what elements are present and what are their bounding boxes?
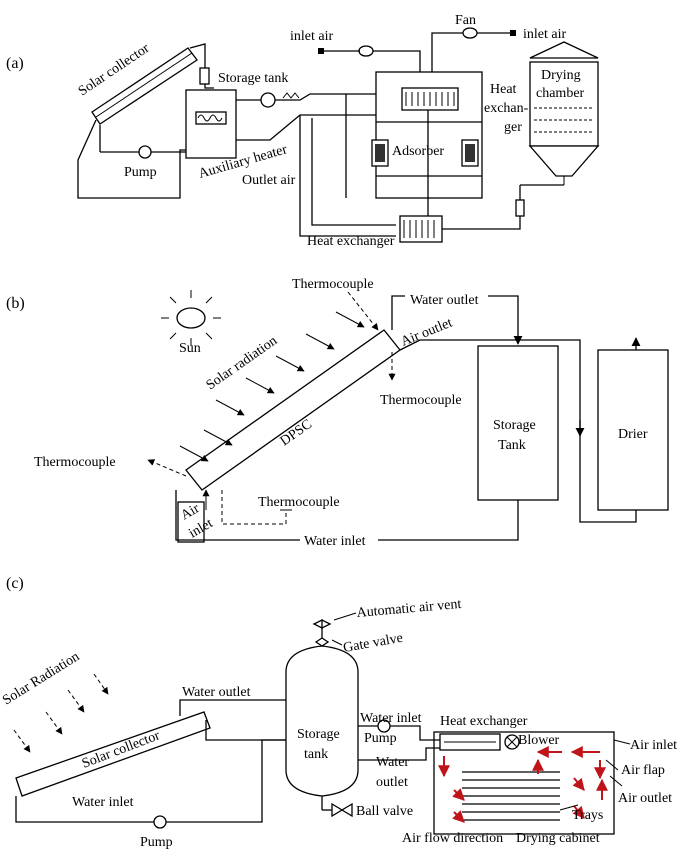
automatic-air-vent-icon <box>314 637 330 647</box>
storage-tank-label: Storage tank <box>218 71 288 86</box>
panel-a-label: (a) <box>6 55 24 72</box>
water-outlet-label-c: Water outlet <box>182 685 251 700</box>
collector-outlet-pipe <box>189 43 214 89</box>
water-outlet-mid-label-1: Water <box>376 755 409 770</box>
air-flow-direction-label: Air flow direction <box>402 831 503 846</box>
panel-b-label: (b) <box>6 295 25 312</box>
thermocouple-bottom-label: Thermocouple <box>258 495 340 510</box>
drying-chamber-label-1: Drying <box>541 68 581 83</box>
drying-cabinet <box>433 731 615 835</box>
drier-label: Drier <box>618 427 648 442</box>
adsorber-label: Adsorber <box>392 144 444 159</box>
water-inlet-bottom-label: Water inlet <box>72 795 134 810</box>
air-outlet-c-label: Air outlet <box>618 791 672 806</box>
chamber-inlet-valve-icon <box>515 199 525 217</box>
heat-exchanger-bottom-label: Heat exchanger <box>307 234 395 249</box>
drying-cabinet-label: Drying cabinet <box>516 831 600 846</box>
storage-tank-b <box>477 345 559 501</box>
air-flow-arrows <box>438 746 608 823</box>
storage-valve-icon <box>199 67 210 85</box>
thermocouple-top-label: Thermocouple <box>292 277 374 292</box>
water-inlet-mid-label: Water inlet <box>360 711 422 726</box>
solar-collector-c: Solar collector <box>15 711 211 797</box>
pump-mid-label: Pump <box>364 731 397 746</box>
trays <box>462 771 560 821</box>
gate-valve-label: Gate valve <box>342 631 404 656</box>
drying-chamber-roof <box>529 41 599 59</box>
air-outlet-label-b: Air outlet <box>399 316 455 350</box>
heat-exchanger-bottom-icon <box>399 215 443 243</box>
collector-return-pipe <box>77 119 186 199</box>
outlet-air-pipe <box>311 118 396 226</box>
water-inlet-label-b: Water inlet <box>304 534 366 549</box>
fan-icon-left <box>358 45 374 57</box>
gate-valve-icon <box>312 618 332 630</box>
drier-b <box>597 349 669 511</box>
ball-valve-icon <box>331 802 353 818</box>
outlet-air-label: Outlet air <box>242 173 296 188</box>
water-outlet-label-b: Water outlet <box>410 293 479 308</box>
auxiliary-heater-icon <box>260 92 276 108</box>
storage-tank-c-label-2: tank <box>304 747 328 762</box>
fan-label: Fan <box>455 13 476 28</box>
sun-label: Sun <box>179 341 201 356</box>
drying-chamber-label-2: chamber <box>536 86 585 101</box>
inlet-air-right-label: inlet air <box>523 27 566 42</box>
blower-label: Blower <box>518 733 560 748</box>
storage-tank-b-label-1: Storage <box>493 418 536 433</box>
air-inlet-c-label: Air inlet <box>630 738 677 753</box>
fan-icon-right <box>462 27 478 39</box>
inlet-air-left-label: inlet air <box>290 29 333 44</box>
trays-label: Trays <box>572 808 603 823</box>
pump-label-a: Pump <box>124 165 157 180</box>
pump-icon-a <box>138 145 152 159</box>
solar-radiation-label-b: Solar radiation <box>204 333 280 393</box>
thermocouple-left-label: Thermocouple <box>34 455 116 470</box>
blower-icon <box>504 734 520 750</box>
heat-exchanger-c-label: Heat exchanger <box>440 714 528 729</box>
panel-b: (b) Sun Thermocouple DPSC Solar radiatio… <box>6 277 669 549</box>
heat-exchanger-top-label-2: exchan- <box>484 101 529 116</box>
storage-tank-b-label-2: Tank <box>498 438 526 453</box>
panel-a: (a) Solar collector Storage tank Pump Au… <box>6 13 600 249</box>
heat-exchanger-top-label-3: ger <box>504 120 522 135</box>
air-inlet-box <box>177 501 205 543</box>
air-inlet-label-1: Air <box>179 501 203 523</box>
panel-c-label: (c) <box>6 575 24 592</box>
panel-c: (c) Solar Radiation Solar collector Wate… <box>0 575 677 850</box>
dpsc-collector: DPSC <box>185 329 401 491</box>
sun-icon <box>161 290 221 346</box>
water-outlet-mid-label-2: outlet <box>376 775 408 790</box>
pump-bottom-label: Pump <box>140 835 173 850</box>
pump-bottom-icon <box>153 815 167 829</box>
storage-tank-c <box>285 645 359 797</box>
radiation-arrows-b <box>179 311 365 462</box>
solar-collector-a: Solar collector <box>76 41 198 125</box>
heat-exchanger-top-label-1: Heat <box>490 82 517 97</box>
automatic-air-vent-label: Automatic air vent <box>356 597 462 621</box>
thermocouple-right-label: Thermocouple <box>380 393 462 408</box>
storage-tank-c-label-1: Storage <box>297 727 340 742</box>
air-flap-label: Air flap <box>621 763 665 778</box>
radiation-arrows-c <box>13 673 109 753</box>
ball-valve-label: Ball valve <box>356 804 413 819</box>
adsorber-block <box>375 71 483 199</box>
solar-radiation-label-c: Solar Radiation <box>0 649 82 708</box>
